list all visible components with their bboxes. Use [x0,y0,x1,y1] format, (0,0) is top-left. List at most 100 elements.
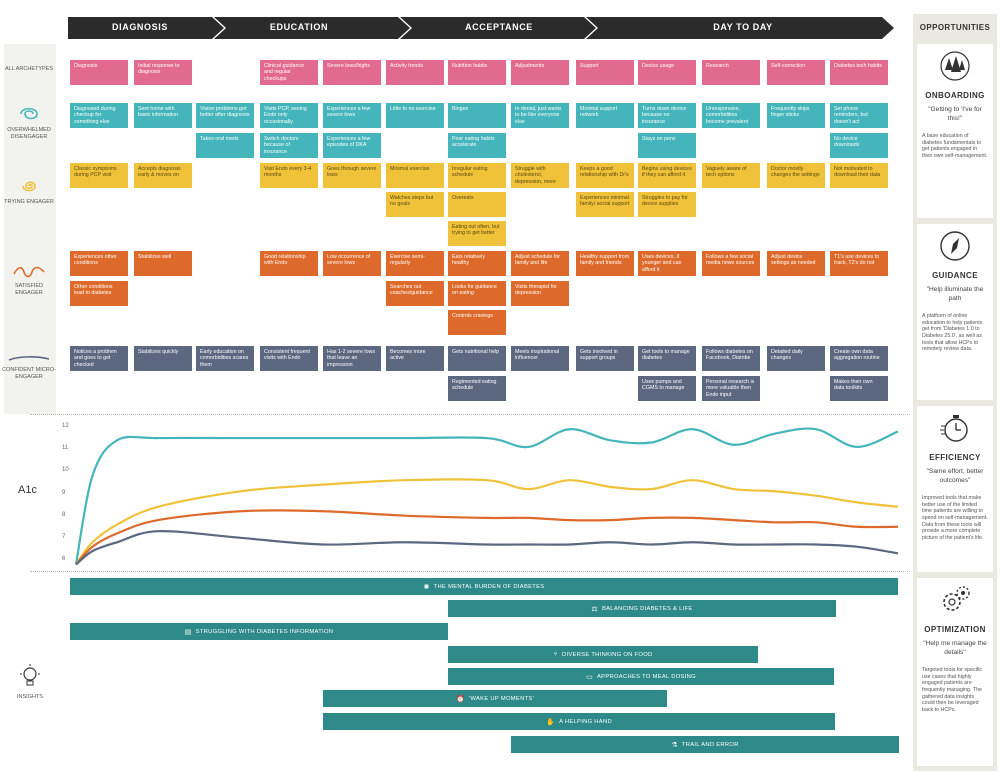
book-icon: ▤ [184,628,192,636]
gears-icon [943,586,970,611]
journey-card: Searches out coaches/guidance [386,281,444,306]
a1c-series-line [75,530,899,566]
journey-card: Gets involved in support groups [576,346,634,371]
journey-card: Turns down device because no insurance [638,103,696,128]
opportunity-onboarding-quote: "Getting to 'I've for this!" [928,106,982,122]
food-icon: ▭ [586,673,594,681]
line-icon [8,356,50,361]
journey-card: Minimal support network [576,103,634,128]
archetype-satisfied-label: SATISFIED ENGAGER [14,283,43,296]
opportunity-optimization: OPTIMIZATION "Help me manage the details… [917,578,993,766]
journey-card: Uses devices, if younger and can afford … [638,251,696,276]
journey-card: Struggle with cholesterol, depression, m… [511,163,569,188]
a1c-series-line [75,509,899,566]
journey-card: Notices a problem and goes to get checke… [70,346,128,371]
a1c-ytick: 12 [62,423,69,429]
a1c-ytick: 8 [62,511,66,518]
journey-card: Takes oral meds [196,133,254,158]
journey-card: Goes through severe lows [323,163,381,188]
journey-card: Healthy support from family and friends [576,251,634,276]
phase-label-acceptance: ACCEPTANCE [465,22,533,32]
insight-bar: ✺THE MENTAL BURDEN OF DIABETES [70,578,898,595]
opportunity-efficiency-title: EFFICIENCY [929,453,981,462]
journey-card: Severe lows/highs [323,60,381,85]
lightbulb-icon [20,664,40,686]
journey-card: Regimented eating schedule [448,376,506,401]
journey-card: Exercise semi-regularly [386,251,444,276]
journey-card: Switch doctors because of insurance [260,133,318,158]
journey-card: Uses pumps and CGMS to manage [638,376,696,401]
insight-bar: ▤STRUGGLING WITH DIABETES INFORMATION [70,623,448,640]
opportunity-efficiency-quote: "Same effort, better outcomes" [926,468,984,484]
journey-card: Meets inspirational influencer [511,346,569,371]
journey-card: Accepts diagnosis early & moves on [134,163,192,188]
journey-card: Early education on comorbidities scares … [196,346,254,371]
insight-bar-label: THE MENTAL BURDEN OF DIABETES [433,583,545,590]
archetype-all: ALL ARCHETYPES [2,66,56,73]
insight-bar-label: DIVERSE THINKING ON FOOD [561,651,653,658]
journey-card: Sent home with basic information [134,103,192,128]
archetype-panel [4,44,56,414]
journey-card: Stabilizes well [134,251,192,276]
swirl-icon [20,107,38,120]
journey-card: Activity trends [386,60,444,85]
phase-arrow-day-to-day [586,17,894,39]
journey-card: Overeats [448,192,506,217]
journey-card: Frequently skips finger sticks [767,103,825,128]
a1c-ytick: 10 [62,467,69,474]
journey-card: Consistent frequent visits with Endo [260,346,318,371]
phase-arrow-diagnosis [68,17,224,39]
hand-icon: ✋ [546,718,556,726]
journey-card: Initial response to diagnosis [134,60,192,85]
journey-card: Set phone reminders, but doesn't act [830,103,888,128]
journey-card: Stabilizes quickly [134,346,192,371]
journey-card: Makes their own data toolkits [830,376,888,401]
spiral-icon [22,181,36,192]
opportunity-optimization-quote: "Help me manage the details" [923,640,987,656]
journey-card: Get tools to manage diabetes [638,346,696,371]
archetype-confident-label: CONFIDENT MICRO-ENGAGER [2,367,56,380]
insight-bar: ▭APPROACHES TO MEAL DOSING [448,668,834,685]
journey-card: Vision problems get better after diagnos… [196,103,254,128]
journey-card: T1's use devices to track, T2's do not [830,251,888,276]
journey-card: Diabetes tech habits [830,60,888,85]
brain-icon: ✺ [423,583,430,591]
journey-card: Diagnosis [70,60,128,85]
journey-card: Follows diabetes on Facebook, Diatribe [702,346,760,371]
journey-card: Low occurrence of severe lows [323,251,381,276]
opportunity-onboarding: ONBOARDING "Getting to 'I've for this!" … [917,44,993,218]
journey-card: Stays on pens [638,133,696,158]
journey-card: Irregular eating schedule [448,163,506,188]
journey-card: Doctor mostly changes the settings [767,163,825,188]
journey-card: Has 1-2 severe lows that leave an impres… [323,346,381,371]
a1c-label: A1c [18,484,37,496]
insights-label: INSIGHTS [17,694,43,700]
journey-card: Adjustments [511,60,569,85]
journey-card: Classic symptoms during PCP visit [70,163,128,188]
journey-card: Experiences minimal family/ social suppo… [576,192,634,217]
trees-icon [940,51,970,81]
insight-bar-label: A HELPING HAND [559,718,612,725]
journey-card: Experiences other conditions [70,251,128,276]
opportunity-guidance-title: GUIDANCE [932,271,978,280]
archetype-confident: CONFIDENT MICRO-ENGAGER [2,354,56,380]
a1c-chart [74,427,899,566]
journey-card: Nutrition habits [448,60,506,85]
journey-card: Follows a few social media news sources [702,251,760,276]
journey-card: Adjust schedule for family and life [511,251,569,276]
opportunities-title: OPPORTUNITIES [919,23,991,32]
opportunity-efficiency: EFFICIENCY "Same effort, better outcomes… [917,406,993,572]
journey-card: Not motivated to download their data [830,163,888,188]
journey-card: Vaguely aware of tech options [702,163,760,188]
phase-bar [68,17,894,39]
phase-label-day-to-day: DAY TO DAY [713,22,773,32]
journey-card: Adjust device settings as needed [767,251,825,276]
journey-card: Experiences a few episodes of DKA [323,133,381,158]
archetype-satisfied: SATISFIED ENGAGER [2,264,56,296]
journey-card: Gets nutritional help [448,346,506,371]
journey-card: Minimal exercise [386,163,444,188]
insight-bar: ⚗TRAIL AND ERROR [511,736,899,753]
insight-bar-label: APPROACHES TO MEAL DOSING [597,673,696,680]
archetype-overwhelmed-label: OVERWHELMED DISENGAGER [7,127,51,140]
insight-bar: ✋A HELPING HAND [323,713,835,730]
